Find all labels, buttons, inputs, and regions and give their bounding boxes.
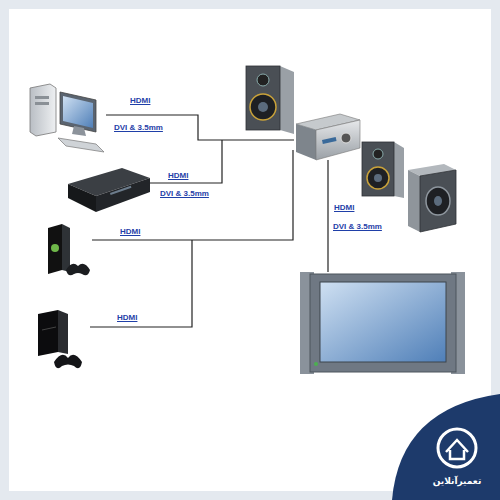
- cable-label: HDMI: [167, 171, 189, 181]
- game-console-icon: [48, 224, 90, 275]
- page-ground: [9, 9, 491, 491]
- cable-label: HDMI: [119, 227, 141, 237]
- cable-label: DVI & 3.5mm: [332, 222, 383, 232]
- speaker-icon: [246, 66, 294, 134]
- cable-label: HDMI: [116, 313, 138, 323]
- cable-label: DVI & 3.5mm: [113, 123, 164, 133]
- speaker-icon: [362, 142, 404, 198]
- cable-label: HDMI: [129, 96, 151, 106]
- television-icon: [300, 272, 465, 374]
- cable-label: HDMI: [333, 203, 355, 213]
- watermark: تعمیرآنلاین: [432, 475, 483, 487]
- cable-label: DVI & 3.5mm: [159, 189, 210, 199]
- amplifier-icon: [296, 114, 360, 160]
- logo-corner: [392, 394, 500, 500]
- subwoofer-icon: [408, 164, 456, 232]
- media-player-icon: [68, 168, 150, 212]
- wires: [90, 115, 328, 327]
- computer-icon: [30, 84, 104, 152]
- game-console-icon: [38, 310, 82, 368]
